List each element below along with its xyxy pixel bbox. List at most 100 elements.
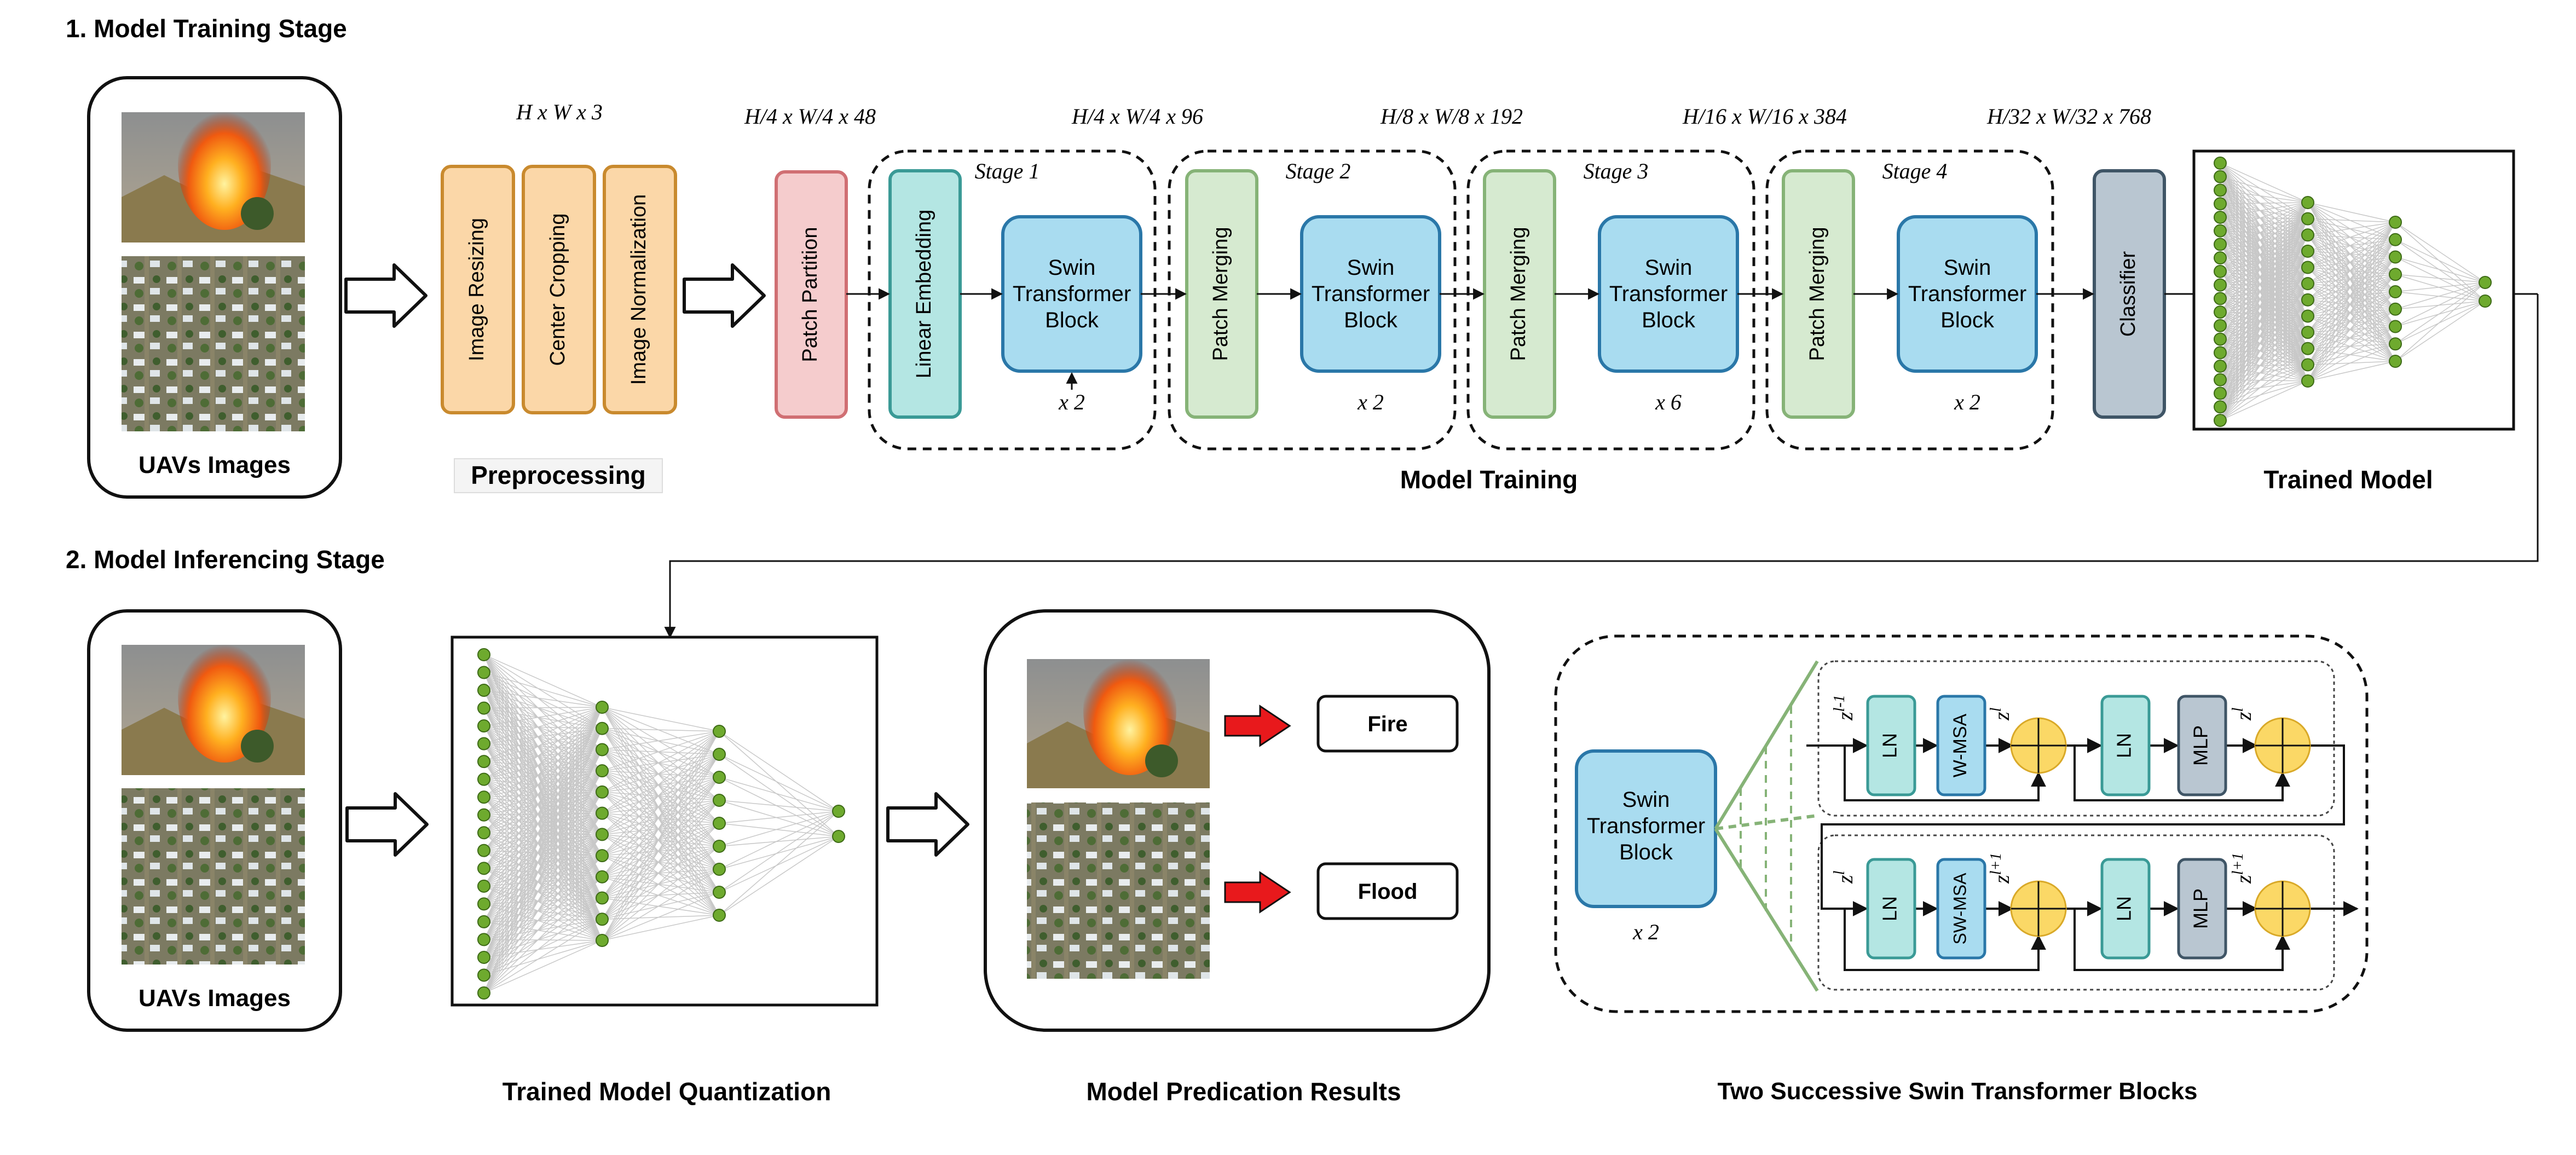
swin-block-line1: Swin [1622,788,1670,812]
network-edge [2307,299,2396,310]
network-edge [602,777,720,814]
network-edge [602,800,720,856]
network-edge [2395,301,2486,344]
network-edge [602,823,720,899]
network-edge [602,749,720,778]
network-edge [483,749,603,922]
svg-text:zl: zl [1988,707,2014,721]
swin-block-line2: Transformer [1609,282,1728,306]
network-edge [719,731,839,812]
neural-network-icon [2192,149,2515,431]
network-node [713,863,726,876]
network-edge [2307,274,2396,317]
network-edge [602,754,720,941]
stage-4-dim: H/32 x W/32 x 768 [1986,104,2151,129]
network-edge [2307,291,2396,382]
sum-node-icon [2254,880,2311,937]
stage-4: Stage 4 Patch Merging Swin Transformer B… [1765,149,2054,451]
network-edge [2220,251,2308,353]
network-node [2214,360,2227,373]
network-edge [2220,202,2308,232]
network-node [596,701,609,714]
network-edge [2307,239,2396,252]
network-edge [2307,283,2396,310]
network-edge [602,707,720,916]
network-edge [719,811,839,916]
network-edge [483,690,603,708]
network-edge [2307,234,2396,310]
network-edge [602,869,720,899]
network-edge [602,823,720,856]
network-edge [2220,202,2308,272]
network-edge [2307,343,2396,366]
network-edge [2220,189,2308,203]
network-node [2301,244,2314,258]
network-edge [602,754,720,920]
network-edge [2220,202,2308,313]
network-edge [2220,202,2308,380]
network-edge [2307,299,2396,344]
network-edge [483,728,603,958]
network-node [2479,294,2492,308]
network-edge [2220,202,2308,421]
z-in: z [1833,875,1857,884]
network-edge [483,707,603,904]
network-edge [2220,202,2308,394]
network-edge [2307,332,2396,362]
network-node [477,666,490,679]
network-edge [602,823,720,941]
hollow-arrow-icon [683,263,766,328]
network-node [713,748,726,761]
network-edge [602,846,720,877]
network-edge [483,770,603,994]
network-edge [602,707,720,893]
network-edge [602,770,720,778]
flood-photo [1027,802,1210,979]
network-edge [602,749,720,893]
network-edge [2220,202,2308,258]
sum-node-icon [2010,717,2067,774]
svg-text:zl: zl [1831,870,1858,884]
network-edge [602,777,720,941]
network-edge [2307,283,2396,362]
network-edge [602,869,720,920]
network-edge [2220,251,2308,394]
network-edge [2307,348,2396,362]
swin-row-1: LN W-MSA LN MLP zl-1 zl zl [1806,695,2345,916]
stage-1: Stage 1 Linear Embedding Swin Transforme… [868,149,1157,451]
network-edge [602,754,720,877]
network-edge [2307,218,2396,275]
network-edge [602,749,720,870]
network-edge [602,823,720,877]
network-edge [602,834,720,847]
network-edge [483,919,603,922]
hollow-arrow-icon [344,263,428,328]
network-edge [2307,251,2396,258]
network-edge [719,800,839,837]
network-edge [2307,256,2396,284]
network-edge [2307,361,2396,382]
network-node [2214,332,2227,346]
network-edge [602,777,720,793]
network-edge [483,707,603,762]
network-edge [602,749,720,916]
wildfire-photo [122,99,305,242]
network-edge [483,770,603,904]
network-node [477,737,490,750]
network-edge [602,707,720,755]
network-edge [602,800,720,920]
network-edge [483,707,603,726]
swin-block-line2: Transformer [1312,282,1430,306]
swin-block-line2: Transformer [1908,282,2026,306]
image-normalization-label: Image Normalization [627,194,650,385]
network-edge [2307,234,2396,327]
network-edge [602,855,720,870]
linear-embedding-label: Linear Embedding [912,210,935,378]
network-edge [2395,274,2486,283]
network-edge [483,707,603,851]
network-edge [719,811,839,824]
network-edge [2220,163,2308,203]
network-edge [602,728,720,893]
network-edge [602,792,720,847]
uav-label: UAVs Images [138,985,291,1012]
